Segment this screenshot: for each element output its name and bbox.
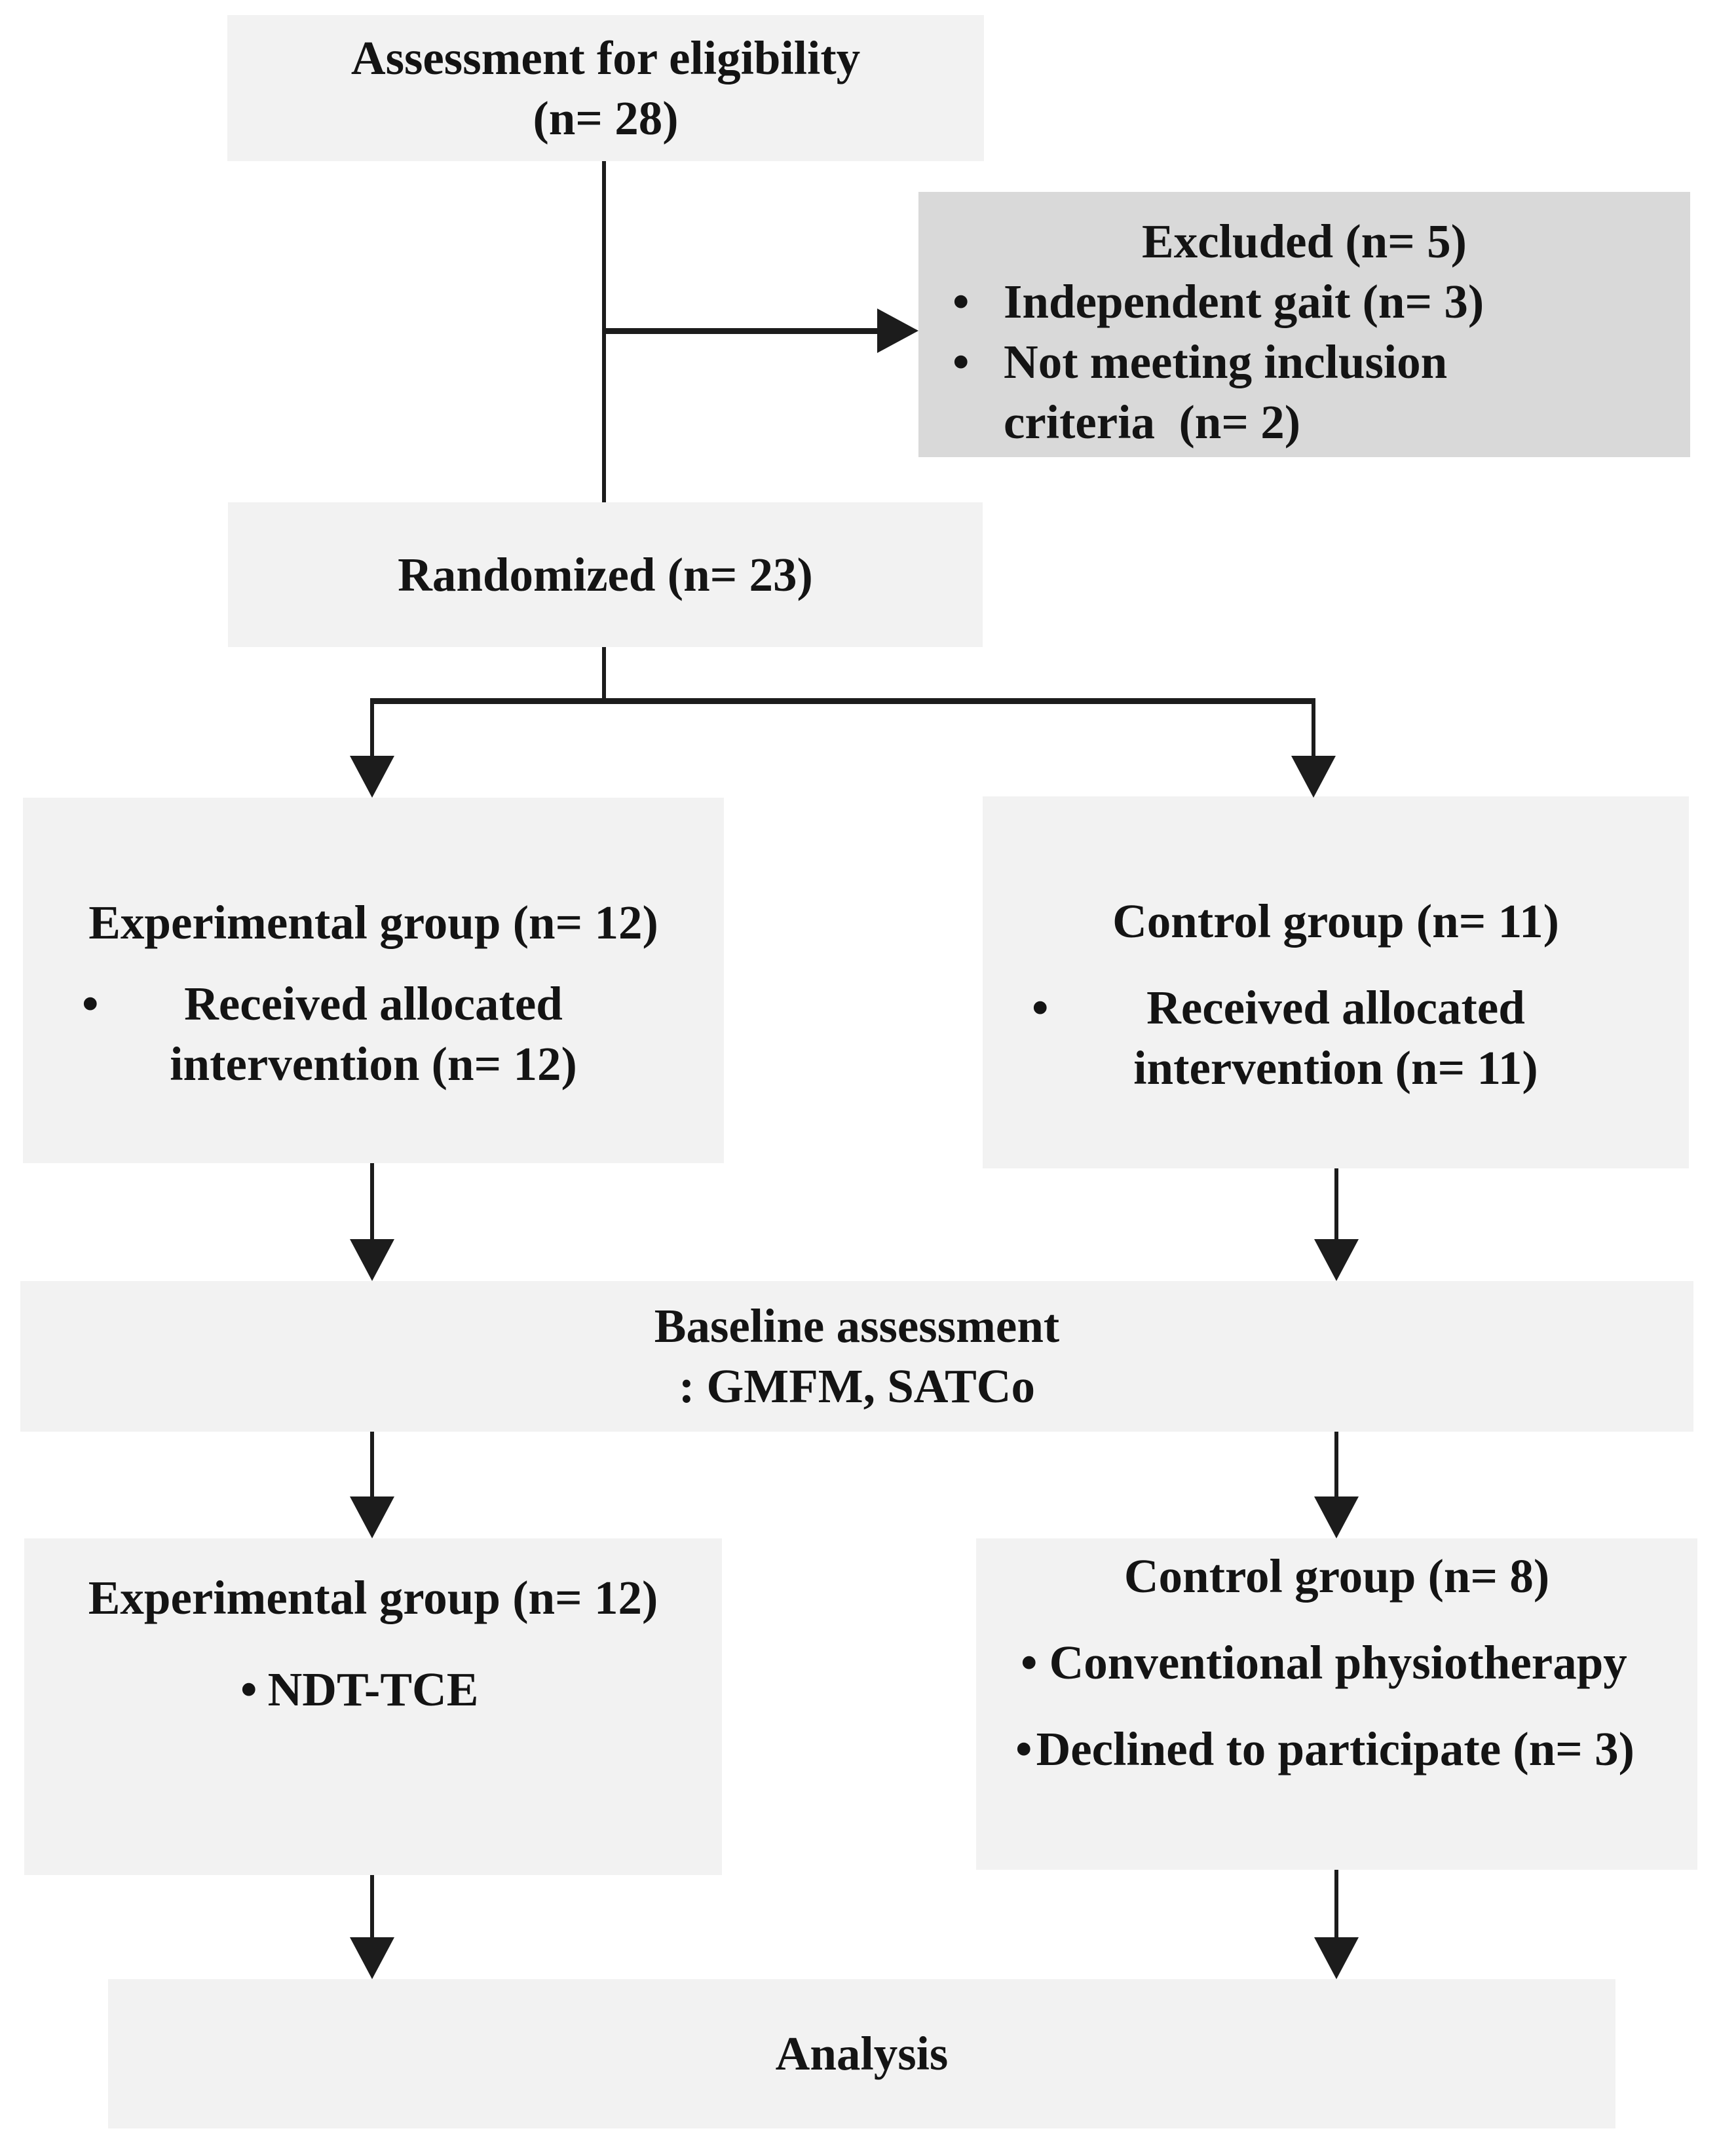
assessment-line1: Assessment for eligibility: [350, 31, 861, 84]
experimental-allocation-title: Experimental group (n= 12): [88, 896, 658, 949]
arrowhead-down-icon: [1314, 1496, 1359, 1538]
arrow-control-baseline-shaft: [1334, 1168, 1338, 1240]
arrowhead-down-icon: [350, 756, 394, 798]
bullet-icon: •: [1015, 1722, 1032, 1775]
arrow-split-control-shaft: [1312, 698, 1315, 757]
control-intervention-item-2-text: Declined to participate (n= 3): [1036, 1722, 1634, 1775]
arrowhead-down-icon: [1291, 756, 1336, 798]
bullet-icon: •: [82, 977, 99, 1030]
assessment-box: Assessment for eligibility (n= 28): [227, 15, 984, 161]
arrowhead-down-icon: [1314, 1239, 1359, 1281]
baseline-line2: : GMFM, SATCo: [678, 1360, 1036, 1413]
baseline-assessment-box: Baseline assessment : GMFM, SATCo: [20, 1281, 1693, 1432]
experimental-intervention-item-text: NDT-TCE: [267, 1663, 479, 1716]
experimental-intervention-item: • NDT-TCE: [24, 1660, 722, 1720]
arrow-split-experimental-shaft: [370, 698, 374, 757]
bullet-icon: •: [953, 275, 970, 328]
control-intervention-title: Control group (n= 8): [1124, 1550, 1550, 1603]
randomized-label: Randomized (n= 23): [398, 548, 813, 601]
control-allocation-title: Control group (n= 11): [1112, 895, 1559, 948]
arrow-experimental2-analysis-shaft: [370, 1875, 374, 1939]
experimental-intervention-box: Experimental group (n= 12) • NDT-TCE: [24, 1538, 722, 1875]
control-intervention-box: Control group (n= 8) • Conventional phys…: [976, 1538, 1697, 1870]
experimental-intervention-title: Experimental group (n= 12): [88, 1571, 658, 1624]
analysis-label: Analysis: [775, 2027, 949, 2080]
experimental-allocation-item-text: Received allocated intervention (n= 12): [170, 977, 577, 1090]
control-intervention-item-1-text: Conventional physiotherapy: [1049, 1636, 1627, 1689]
excluded-title: Excluded (n= 5): [1142, 215, 1467, 268]
line-split-horizontal: [370, 698, 1315, 704]
bullet-icon: •: [240, 1663, 257, 1716]
control-allocation-item-text: Received allocated intervention (n= 11): [1133, 981, 1538, 1094]
experimental-allocation-box: Experimental group (n= 12) • Received al…: [23, 798, 724, 1163]
randomized-box: Randomized (n= 23): [228, 502, 983, 647]
control-allocation-item: • Received allocated intervention (n= 11…: [983, 978, 1689, 1098]
arrowhead-down-icon: [350, 1239, 394, 1281]
arrow-experimental-baseline-shaft: [370, 1163, 374, 1240]
arrowhead-right-icon: [877, 308, 918, 353]
analysis-box: Analysis: [108, 1979, 1615, 2128]
excluded-item-2: • Not meeting inclusion criteria (n= 2): [918, 332, 1690, 453]
arrowhead-down-icon: [1314, 1937, 1359, 1979]
arrowhead-down-icon: [350, 1496, 394, 1538]
experimental-allocation-item: • Received allocated intervention (n= 12…: [23, 974, 724, 1094]
assessment-line2: (n= 28): [533, 91, 679, 145]
excluded-box: Excluded (n= 5) • Independent gait (n= 3…: [918, 192, 1690, 457]
arrowhead-down-icon: [350, 1937, 394, 1979]
control-intervention-item-2: • Declined to participate (n= 3): [976, 1719, 1697, 1779]
bullet-icon: •: [1032, 981, 1049, 1034]
control-allocation-box: Control group (n= 11) • Received allocat…: [983, 796, 1689, 1168]
excluded-item-1-text: Independent gait (n= 3): [1004, 275, 1484, 328]
control-intervention-item-1: • Conventional physiotherapy: [976, 1633, 1697, 1693]
arrow-control2-analysis-shaft: [1334, 1870, 1338, 1939]
bullet-icon: •: [953, 335, 970, 388]
bullet-icon: •: [1021, 1636, 1038, 1689]
baseline-line1: Baseline assessment: [654, 1299, 1060, 1352]
arrow-baseline-experimental2-shaft: [370, 1432, 374, 1498]
excluded-item-2-text: Not meeting inclusion criteria (n= 2): [1004, 335, 1448, 449]
arrow-assessment-excluded-shaft: [602, 328, 878, 334]
arrow-baseline-control2-shaft: [1334, 1432, 1338, 1498]
excluded-item-1: • Independent gait (n= 3): [918, 272, 1690, 332]
line-randomized-split: [602, 647, 606, 703]
